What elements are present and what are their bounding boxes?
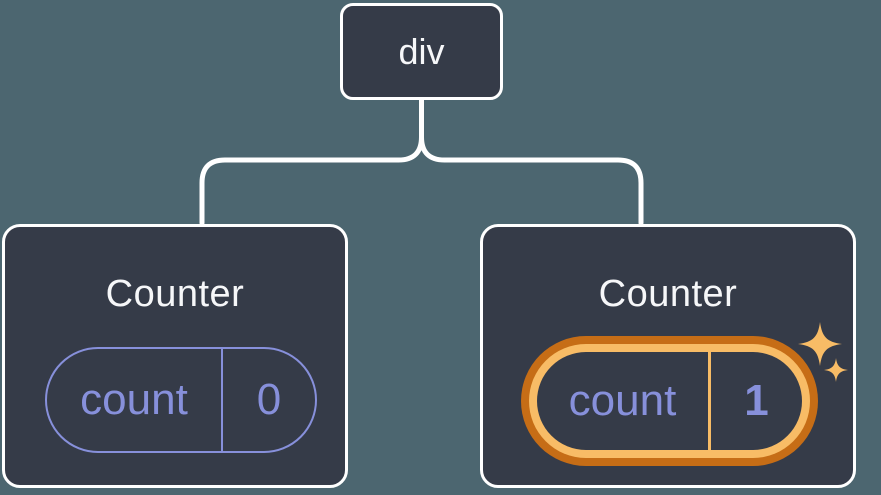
root-div-node: div [340,3,503,100]
counter-card-right: Counter count 1 [480,224,856,488]
counter-card-right-title: Counter [598,273,738,315]
counter-card-left: Counter count 0 [2,224,348,488]
state-key-label: count [47,349,223,451]
root-div-node-label: div [398,30,445,72]
state-value: 1 [744,376,769,425]
state-pill-right: count 1 [537,352,802,450]
state-pill-highlight: count 1 [521,336,818,466]
connector-left-branch [199,97,424,226]
state-pill-left: count 0 [45,347,317,453]
counter-card-left-title: Counter [105,273,245,315]
state-key-label: count [537,352,711,450]
state-value: 0 [256,375,282,424]
connector-right-branch [419,97,644,226]
